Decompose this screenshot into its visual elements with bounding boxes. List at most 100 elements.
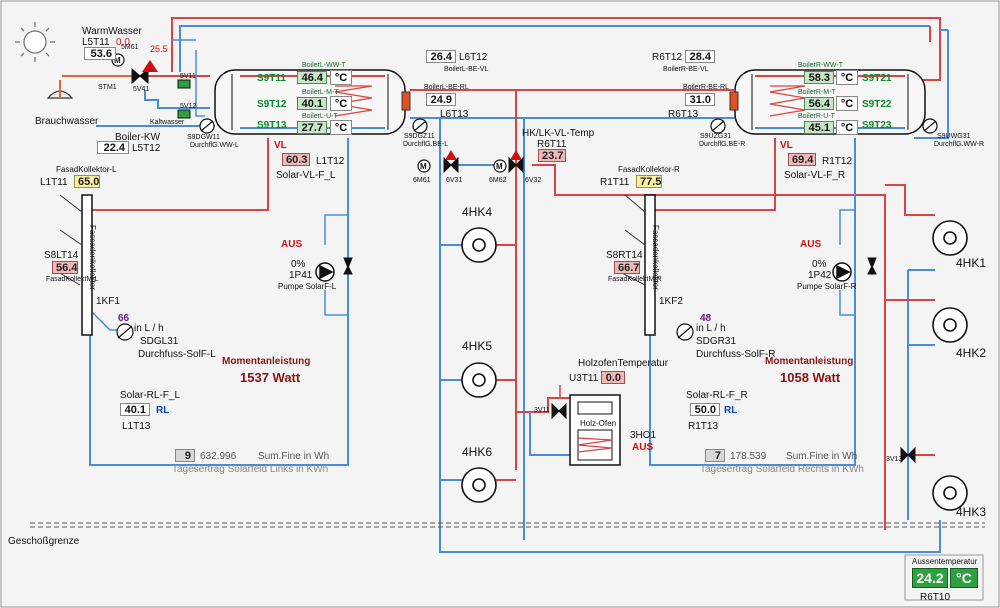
boiler-r-be-vl-value: 28.4 <box>685 50 715 63</box>
valve-3v11-label: 3V11 <box>534 407 550 414</box>
holzofen-icon <box>569 394 621 466</box>
fasad-kollekt-m-l-label: FasadKollektM-L <box>46 276 99 283</box>
aussentemperatur-value: 24.2 <box>912 568 948 588</box>
vl-right-label: VL <box>780 140 793 151</box>
s8rt14-label: S8RT14 <box>606 250 643 261</box>
holz-ofen-label: Holz-Ofen <box>580 419 617 428</box>
collector-right <box>619 194 656 336</box>
l6t12-label: L6T12 <box>459 52 488 63</box>
r6t12-label: R6T12 <box>652 52 683 63</box>
sv12-label: 5V12 <box>180 103 197 110</box>
boiler-l-u-value: 27.7 <box>297 121 327 134</box>
motor-6m62-icon: M <box>493 159 507 173</box>
durchfl-be-r-label: DurchflG.BE-R <box>699 141 746 148</box>
vl-right-value: 69.4 <box>788 153 816 166</box>
durchfl-ww-l-label: DurchflG.WW-L <box>190 142 239 149</box>
ho1-status: AUS <box>632 442 654 453</box>
boiler-l-m-value: 40.1 <box>297 97 327 110</box>
boiler-r-u-t-label: BoilerR-U-T <box>798 113 835 120</box>
hk-lk-vl-temp-label: HK/LK-VL-Temp <box>522 128 595 139</box>
boiler-l-be-rl-value: 24.9 <box>426 93 456 106</box>
s9t22-label: S9T22 <box>862 99 892 110</box>
fasad-kollektor-r-label: FasadKollektor-R <box>618 165 680 174</box>
pump-right-status: AUS <box>800 239 822 250</box>
u3t11-value: 0.0 <box>601 371 625 384</box>
hk5-label: 4HK5 <box>462 339 493 353</box>
boiler-l-u-t-label: BoilerL-U-T <box>302 113 338 120</box>
radiator-hk5-icon <box>461 362 497 398</box>
flowmeter-s9uzg31-icon <box>710 118 726 134</box>
momentanleistung-right-value: 1058 Watt <box>780 370 841 385</box>
hk1-label: 4HK1 <box>956 256 987 270</box>
pump-1p41-icon <box>315 262 335 282</box>
tagesertrag-left-label: Tagesertrag Solarfeld Links in KWh <box>172 464 329 475</box>
tagesertrag-right-label: Tagesertrag Solarfeld Rechts in KWh <box>700 464 864 475</box>
boiler-r-be-vl-label: BoilerR-BE-VL <box>663 66 709 73</box>
motor-6m61-label: 6M61 <box>413 177 431 184</box>
vl-left-label: VL <box>274 140 287 151</box>
r6t11-value: 23.7 <box>538 149 566 162</box>
r1t11-label: R1T11 <box>600 177 630 188</box>
l1t11-label: L1T11 <box>40 177 68 188</box>
boiler-r-be-rl-label: BoilerR-BE-RL <box>683 84 729 91</box>
boiler-r-ww-t-label: BoilerR-WW-T <box>798 62 843 69</box>
boiler-l-be-rl-label: BoilerL-BE-RL <box>424 84 469 91</box>
sv12-box <box>177 109 191 119</box>
pump-1p41-label: 1P41 <box>289 270 313 281</box>
ho1-label: 3HO1 <box>630 430 657 441</box>
rl-left-label: RL <box>156 405 170 416</box>
boiler-kw-value: 22.4 <box>97 141 129 154</box>
boiler-l-m-t-label: BoilerL-M-T <box>302 89 339 96</box>
boiler-r-m-value: 56.4 <box>804 97 834 110</box>
s8lt14-label: S8LT14 <box>44 250 79 261</box>
warmwasser-value: 53.6 <box>84 47 116 60</box>
s9t12-label: S9T12 <box>257 99 287 110</box>
check-valve-left-icon <box>343 257 353 275</box>
l5t12-label: L5T12 <box>132 143 161 154</box>
temp-25-label: 25.5 <box>150 44 168 54</box>
svg-text:M: M <box>114 56 121 65</box>
fasad-kollekt-m-r-label: FasadKollektM-R <box>608 276 662 283</box>
flowmeter-s9dgz11-icon <box>412 118 428 134</box>
s9uzg31-label: S9UZG31 <box>700 133 732 140</box>
stm1-label: STM1 <box>98 84 117 91</box>
s8lt14-value: 56.4 <box>52 261 78 274</box>
rl-right-value: 50.0 <box>690 403 720 416</box>
tagesertrag-right-unit: Sum.Fine in Wh <box>786 451 858 462</box>
fassadenkollektor-l-label: Fassadenkollektor <box>88 225 97 290</box>
sv11-box <box>177 79 191 89</box>
momentanleistung-left-label: Momentanleistung <box>222 356 311 367</box>
pump-left-status: AUS <box>281 239 303 250</box>
valve-3v11-icon <box>551 402 567 420</box>
solar-vl-f-l-label: Solar-VL-F_L <box>276 170 336 181</box>
warmwasser-title: WarmWasser <box>82 26 142 37</box>
radiator-hk6-icon <box>461 467 497 503</box>
fassadenkollektor-r-label: Fassadenkollektor <box>651 225 660 290</box>
svg-text:M: M <box>420 162 427 171</box>
rl-right-label: RL <box>724 405 738 416</box>
boiler-r-ww-value: 58.3 <box>804 71 834 84</box>
kf1-label: 1KF1 <box>96 296 120 307</box>
solar-rl-f-r-label: Solar-RL-F_R <box>686 390 748 401</box>
aussentemperatur-label: Aussentemperatur <box>912 557 978 566</box>
boiler-l-ww-t-label: BoilerL-WW-T <box>302 62 346 69</box>
boiler-r-u-unit: °C <box>836 120 858 135</box>
boiler-l-u-unit: °C <box>330 120 352 135</box>
boiler-l-ww-unit: °C <box>330 70 352 85</box>
boiler-r-m-unit: °C <box>836 96 858 111</box>
valve-red-5v-icon <box>142 60 158 72</box>
s9t11-label: S9T11 <box>257 73 286 84</box>
pumpe-solar-f-r-label: Pumpe SolarF-R <box>797 282 857 291</box>
flowmeter-right-icon <box>676 323 694 341</box>
motor-5m61-label: 5M61 <box>121 44 139 51</box>
hk6-label: 4HK6 <box>462 445 493 459</box>
tagesertrag-left-count: 9 <box>175 449 195 462</box>
solar-vl-f-r-label: Solar-VL-F_R <box>784 170 846 181</box>
r1t13-label: R1T13 <box>688 421 719 432</box>
pump-left-percent: 0% <box>291 259 306 270</box>
geschossgrenze-label: Geschoßgrenze <box>8 536 80 547</box>
durchfluss-solf-l-label: Durchfuss-SolF-L <box>138 349 216 360</box>
l6t13-label: L6T13 <box>440 109 469 120</box>
r6t11-label: R6T11 <box>537 139 567 150</box>
